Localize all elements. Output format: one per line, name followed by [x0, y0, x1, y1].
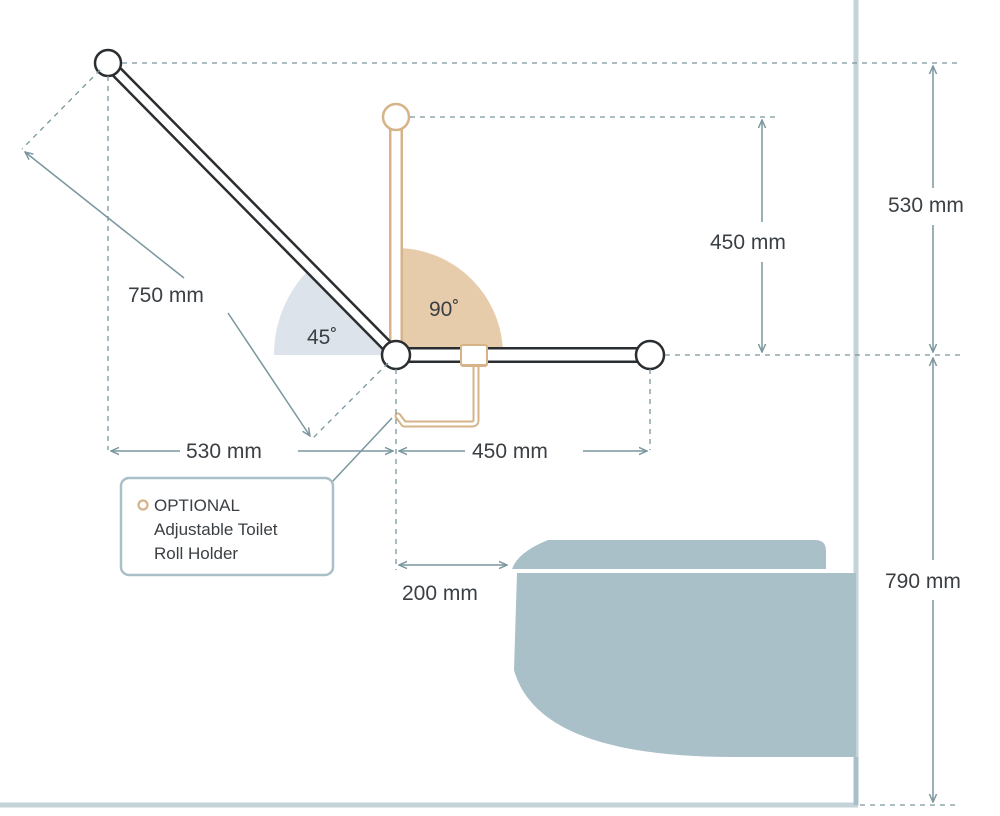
angle-45-label: 45˚	[307, 326, 337, 349]
floor-height-label: 790 mm	[885, 570, 961, 593]
vertical-rail	[381, 102, 411, 362]
callout-box	[119, 476, 335, 577]
callout-line-2: Roll Holder	[154, 544, 238, 563]
callout-line-1: Adjustable Toilet	[154, 520, 278, 539]
right-horizontal-label: 450 mm	[472, 440, 548, 463]
callout-title: OPTIONAL	[154, 496, 240, 515]
angle-45-sector	[273, 268, 396, 355]
top-height-label: 530 mm	[888, 194, 964, 217]
horizontal-rail	[396, 344, 650, 366]
callout-bullet-icon	[137, 499, 149, 511]
diagonal-rail	[101, 56, 403, 362]
dimension-arrows	[25, 66, 933, 802]
flange-right	[634, 339, 666, 371]
flange-top-left	[93, 48, 123, 78]
vertical-rail-height-label: 450 mm	[710, 231, 786, 254]
extension-lines	[21, 62, 960, 806]
toilet-offset-label: 200 mm	[402, 582, 478, 605]
angle-90-sector	[396, 248, 503, 355]
left-horizontal-label: 530 mm	[186, 440, 262, 463]
callout-leader	[331, 417, 393, 483]
angle-90-label: 90˚	[429, 298, 459, 321]
toilet	[512, 540, 859, 805]
diagonal-length-label: 750 mm	[128, 284, 204, 307]
